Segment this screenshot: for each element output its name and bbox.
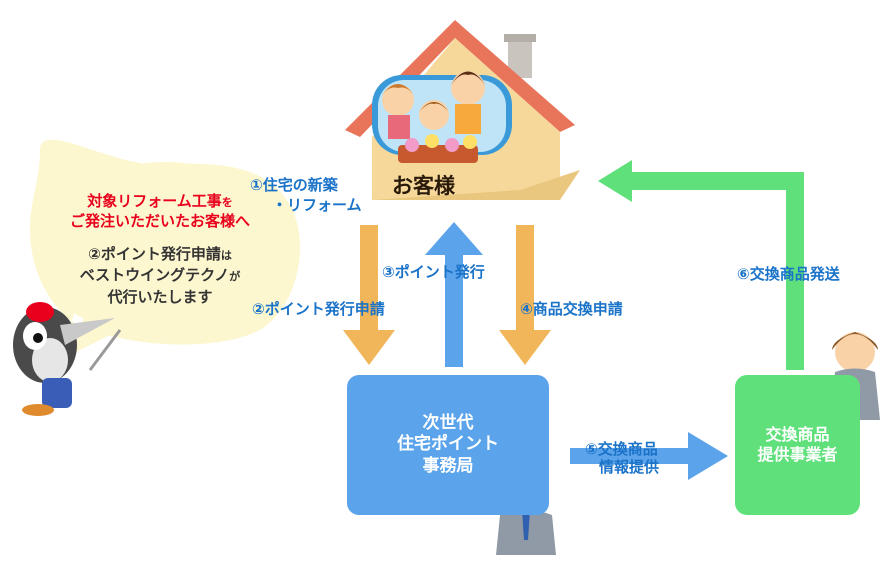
supplier-line-1: 交換商品 bbox=[765, 425, 830, 444]
bubble-line-5: 代行いたします bbox=[107, 288, 213, 306]
step-5-line-2: 情報提供 bbox=[599, 458, 660, 476]
step-1-line-2: ・リフォーム bbox=[272, 195, 362, 214]
arrow-exchange-application-down bbox=[499, 225, 551, 365]
woodpecker-mascot bbox=[13, 302, 122, 416]
supplier-box: 交換商品 提供事業者 bbox=[735, 375, 860, 515]
step-4-label: ④商品交換申請 bbox=[520, 300, 623, 318]
bubble-line-4-small: が bbox=[229, 270, 241, 283]
step-6-label: ⑥交換商品発送 bbox=[737, 265, 840, 283]
step-1-line-1: ①住宅の新築 bbox=[250, 176, 338, 194]
bubble-line-3-small: は bbox=[220, 249, 232, 262]
bubble-line-2: ご発注いただいたお客様へ bbox=[69, 212, 250, 230]
customer-label: お客様 bbox=[392, 174, 455, 198]
office-line-2: 住宅ポイント bbox=[397, 434, 499, 455]
arrow-point-issue-up bbox=[425, 222, 483, 367]
house-illustration bbox=[345, 20, 580, 200]
office-line-1: 次世代 bbox=[422, 413, 474, 434]
arrow-point-application-down bbox=[343, 225, 395, 365]
step-1-label: ①住宅の新築 ・リフォーム bbox=[250, 176, 362, 215]
step-3-label: ③ポイント発行 bbox=[382, 263, 485, 281]
step-5-label: ⑤交換商品 情報提供 bbox=[585, 440, 659, 476]
bubble-line-3: ②ポイント発行申請は bbox=[55, 243, 265, 264]
bubble-line-1: 対象リフォーム工事を bbox=[55, 190, 265, 211]
speech-bubble bbox=[30, 139, 300, 365]
bubble-line-1-main: 対象リフォーム工事 bbox=[87, 192, 222, 210]
step-5-line-1: ⑤交換商品 bbox=[585, 440, 658, 458]
arrow-info-provision-right bbox=[570, 432, 728, 480]
supplier-line-2: 提供事業者 bbox=[757, 445, 838, 464]
office-line-3: 事務局 bbox=[422, 455, 474, 476]
arrow-product-shipping bbox=[598, 160, 804, 370]
bubble-line-1-small: を bbox=[221, 196, 233, 209]
bubble-line-4: ベストウイングテクノが bbox=[55, 264, 265, 285]
step-2-label: ②ポイント発行申請 bbox=[252, 300, 385, 318]
office-box: 次世代 住宅ポイント 事務局 bbox=[347, 375, 549, 515]
bubble-line-4-main: ベストウイングテクノ bbox=[79, 266, 230, 284]
bubble-line-3-main: ②ポイント発行申請 bbox=[88, 245, 221, 263]
